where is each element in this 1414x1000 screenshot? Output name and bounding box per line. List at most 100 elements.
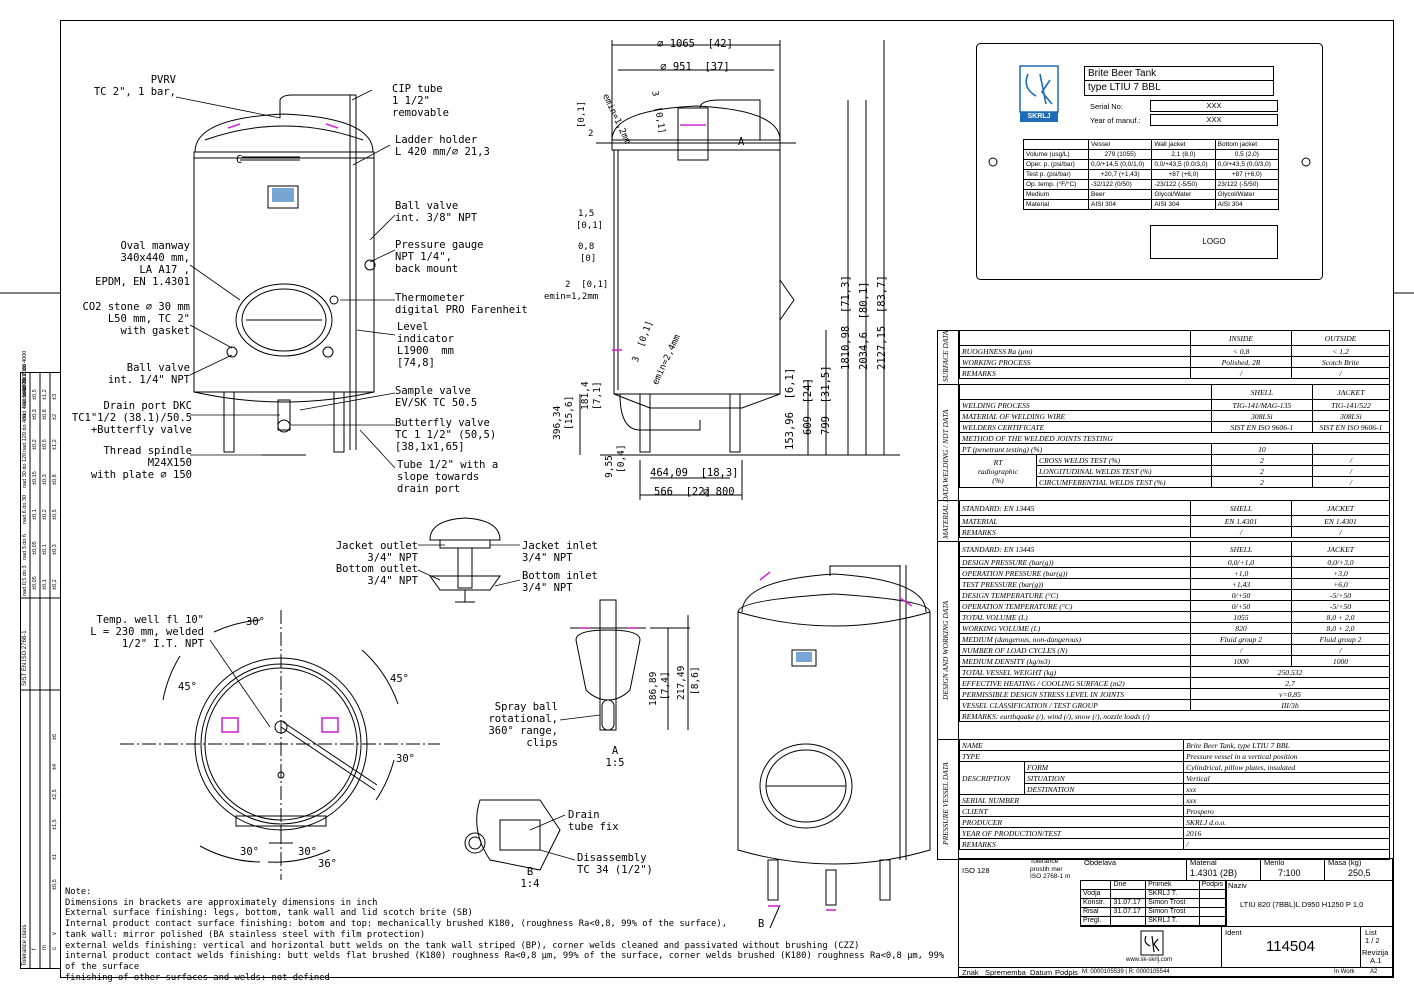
side-table-title: SIST EN ISO 2768-1 [22,630,28,686]
side-table-header: Tolerance class [22,924,28,966]
spec-cell: 0,0/+3,0 [1291,556,1390,568]
tb-ident-label: Ident [1225,928,1242,937]
spec-cell: TOTAL VESSEL WEIGHT (kg) [959,666,1191,678]
spec-head: INSIDE [1190,330,1292,346]
serial-label: Serial No: [1090,102,1123,111]
callout-pressure-gauge: Pressure gauge NPT 1/4", back mount [395,239,484,275]
spec-cell: 8,0 + 2,0 [1291,622,1390,634]
tb-cell: Simon Trost [1145,907,1200,917]
side-size: nad 30 do 120 [22,452,28,488]
spec-cell: 1055 [1190,611,1292,623]
spec-cell: TIG-141/522 [1311,399,1391,411]
plate-head: Wall jacket [1151,139,1216,150]
dim-h181: 181,4 [580,381,591,410]
tb-cell: Pregl. [1079,916,1112,926]
year-value: XXX [1150,114,1278,126]
nameplate-frame [976,43,1323,280]
spec-cell: Cylindrical, pillow plates, insulated [1183,761,1390,773]
spec-cell: STANDARD: EN 13445 [959,500,1191,516]
spec-cell: 2016 [1183,827,1390,839]
callout-sample-valve: Sample valve EV/SK TC 50.5 [395,385,478,409]
plate-cell: +20,7 (+1,43) [1087,169,1153,180]
side-cell: ±4 [52,763,58,770]
spec-cell: / [1190,526,1292,538]
spec-head: SHELL [1210,384,1313,400]
nameplate-title-2: type LTIU 7 BBL [1088,82,1161,93]
section-surface: SURFACE DATA [941,330,950,382]
spec-cell: REMARKS: earthquake (/), wind (/), snow … [959,710,1390,722]
spec-cell: / [1183,838,1390,850]
spec-cell: EFFECTIVE HEATING / COOLING SURFACE (m2) [959,677,1191,689]
tb-cell: 31.07.17 [1110,907,1147,917]
spec-cell: METHOD OF THE WELDED JOINTS TESTING [959,432,1390,444]
spec-cell: +6,0 [1291,578,1390,590]
dim-h2127: 2127,15 [83,7] [876,275,888,370]
view-label-c: C [236,154,243,166]
spec-cell: MATERIAL [959,515,1191,527]
tb-cell: Podpis [1198,880,1227,890]
callout-jacket-outlet: Jacket outlet 3/4" NPT [335,540,418,564]
side-cell: ±0,5 [42,439,48,450]
tb-merilo-value: 7:100 [1278,868,1301,878]
tb-footer-znak: Znak [962,968,979,977]
spec-cell: MATERIAL OF WELDING WIRE [959,410,1212,422]
plate-head: Bottom jacket [1214,139,1280,150]
tb-cell [1198,898,1227,908]
spec-cell: 308LSi [1210,410,1313,422]
side-cell: ±2,5 [52,789,58,800]
spec-cell: TOTAL VOLUME (L) [959,611,1191,623]
spec-cell: OPERATION PRESSURE (bar(g)) [959,567,1191,579]
company-url: www.sk-skrlj.com [1126,957,1172,963]
spec-cell: TEST PRESSURE (bar(g)) [959,578,1191,590]
plate-cell: Volume (usg/L) [1023,149,1089,160]
callout-drain-tube-fix: Drain tube fix [568,809,619,833]
tb-row-line [1080,880,1393,881]
tb-cell [1079,880,1112,890]
top-view [120,610,440,880]
spec-head: JACKET [1311,384,1391,400]
side-cell: ±0,05 [32,541,38,555]
callout-oval-manway: Oval manway 340x440 mm, LA A17 , EPDM, E… [95,240,190,288]
title-block [958,858,1393,977]
dim-a30d: 30° [298,846,317,858]
dim-a36: 36° [318,858,337,870]
spec-cell: DESIGN TEMPERATURE (°C) [959,589,1191,601]
callout-bottom-inlet: Bottom inlet 3/4" NPT [522,570,598,594]
dim-h217b: [8,6] [690,666,701,695]
side-size: nad 3 do 6 [22,534,28,560]
tb-cell [1110,889,1147,899]
callout-disassembly: Disassembly TC 34 (1/2") [577,852,653,876]
plate-row: Volume (usg/L)279 (1055)2,1 (8,0)0,5 (2,… [1023,149,1280,160]
spec-cell: DESIGN PRESSURE (bar(g)) [959,556,1191,568]
spec-cell: 308LSi [1311,410,1391,422]
tb-masa-value: 250,5 [1348,868,1371,878]
spec-cell: 0/+50 [1190,600,1292,612]
dim-h396: 396,34 [552,405,563,440]
tb-tolerance: Tolerance prostih mer ISO 2768-1 m [1030,858,1071,880]
spec-cell: 8,0 + 2,0 [1291,611,1390,623]
dim-h955b: [0,4] [616,444,627,473]
dim-w464: 464,09 [18,3] [650,467,739,479]
notes-title: Note: [65,887,92,897]
plate-cell: Beer [1087,189,1153,200]
dim-emin: emin=1,2mm [544,292,599,302]
company-logo-box [1080,926,1222,967]
spec-cell: 2 [1210,476,1313,488]
plate-cell: 279 (1055) [1087,149,1153,160]
dim-h799: 799 [31,5] [820,365,832,435]
spec-cell: 0/+50 [1190,589,1292,601]
spec-cell: 1000 [1190,655,1292,667]
spec-head [959,330,1191,346]
tb-in-work: In Work [1334,969,1355,975]
spec-cell: YEAR OF PRODUCTION/TEST [958,827,1185,839]
spec-cell: 1000 [1291,655,1390,667]
dim-a30a: 30° [246,616,265,628]
spec-cell: xxx [1183,783,1390,795]
spec-cell: TYPE [958,750,1185,762]
side-cell: ±0,5 [52,879,58,890]
plate-cell: 0,0/+14,5 (0,0/1,0) [1087,159,1153,170]
section-design: DESIGN AND WORKING DATA [941,600,950,700]
